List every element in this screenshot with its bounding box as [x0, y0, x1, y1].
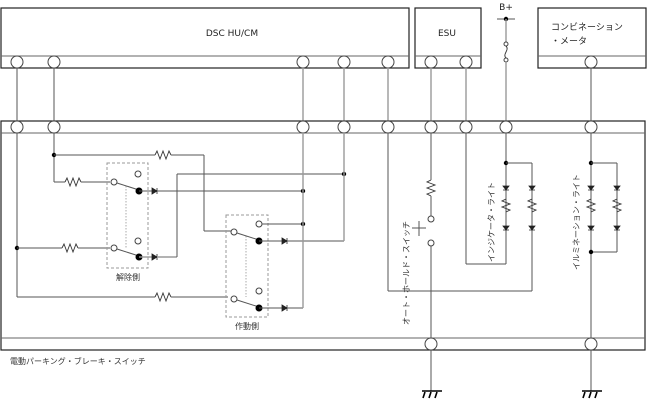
connector-pin	[381, 120, 395, 134]
meter-label-line1: コンビネーション	[551, 22, 623, 33]
ground-icon	[582, 350, 602, 399]
led-icon	[613, 225, 621, 231]
apply-side-switch: 作動側	[225, 214, 269, 331]
led-icon	[587, 225, 595, 231]
connector-pin	[10, 120, 24, 134]
led-icon	[528, 225, 536, 231]
auto-hold-switch-label: オート・ホールド・スイッチ	[402, 221, 411, 325]
switch-circuit: 解除側 作動側	[14, 133, 347, 331]
resistor-icon	[500, 198, 512, 213]
battery-label: B+	[499, 3, 513, 13]
connector-pin	[337, 120, 351, 134]
led-icon	[502, 225, 510, 231]
connector-pin	[424, 337, 438, 351]
junction-dot	[588, 249, 594, 255]
esu-label: ESU	[438, 29, 456, 39]
dsc-hu-cm-unit: DSC HU/CM	[0, 7, 410, 69]
diode-icon	[528, 185, 536, 191]
diode-icon	[613, 185, 621, 191]
battery-feed: B+	[497, 3, 515, 121]
meter-label-line2: ・メータ	[551, 36, 587, 47]
connector-pin	[337, 55, 351, 69]
connector-pin	[499, 120, 513, 134]
indicator-light-label: インジケータ・ライト	[487, 182, 496, 262]
connector-pin	[424, 55, 438, 69]
diode-icon	[502, 185, 510, 191]
resistor-icon	[611, 198, 623, 213]
resistor-icon	[585, 198, 597, 213]
resistor-icon	[425, 179, 437, 197]
parking-switch-label: 電動パーキング・ブレーキ・スイッチ	[10, 356, 146, 366]
resistor-icon	[154, 149, 172, 161]
ground-icon	[422, 350, 442, 399]
release-side-label: 解除側	[116, 272, 140, 282]
connector-pin	[459, 55, 473, 69]
connector-pin	[47, 55, 61, 69]
dsc-unit-label: DSC HU/CM	[206, 29, 258, 39]
diode-icon	[587, 185, 595, 191]
resistor-icon	[154, 291, 172, 303]
parking-brake-switch	[0, 120, 646, 351]
connector-pin	[296, 55, 310, 69]
illumination-light-label: イルミネーション・ライト	[572, 174, 581, 270]
fuse-icon	[503, 41, 509, 63]
apply-side-label: 作動側	[235, 321, 259, 331]
harness-wires	[16, 68, 592, 121]
connector-pin	[584, 120, 598, 134]
resistor-icon	[61, 242, 79, 254]
connector-pin	[10, 55, 24, 69]
connector-pin	[296, 120, 310, 134]
connector-pin	[584, 55, 598, 69]
connector-pin	[584, 337, 598, 351]
illumination-light-circuit: イルミネーション・ライト	[572, 133, 623, 338]
resistor-icon	[526, 198, 538, 213]
connector-pin	[459, 120, 473, 134]
esu-unit: ESU	[414, 7, 482, 69]
connector-pin	[424, 120, 438, 134]
combination-meter: コンビネーション ・メータ	[537, 7, 647, 69]
connector-pin	[381, 55, 395, 69]
indicator-light-circuit: インジケータ・ライト	[465, 133, 538, 291]
connector-pin	[47, 120, 61, 134]
auto-hold-switch-circuit: オート・ホールド・スイッチ	[387, 133, 532, 338]
resistor-icon	[64, 176, 82, 188]
